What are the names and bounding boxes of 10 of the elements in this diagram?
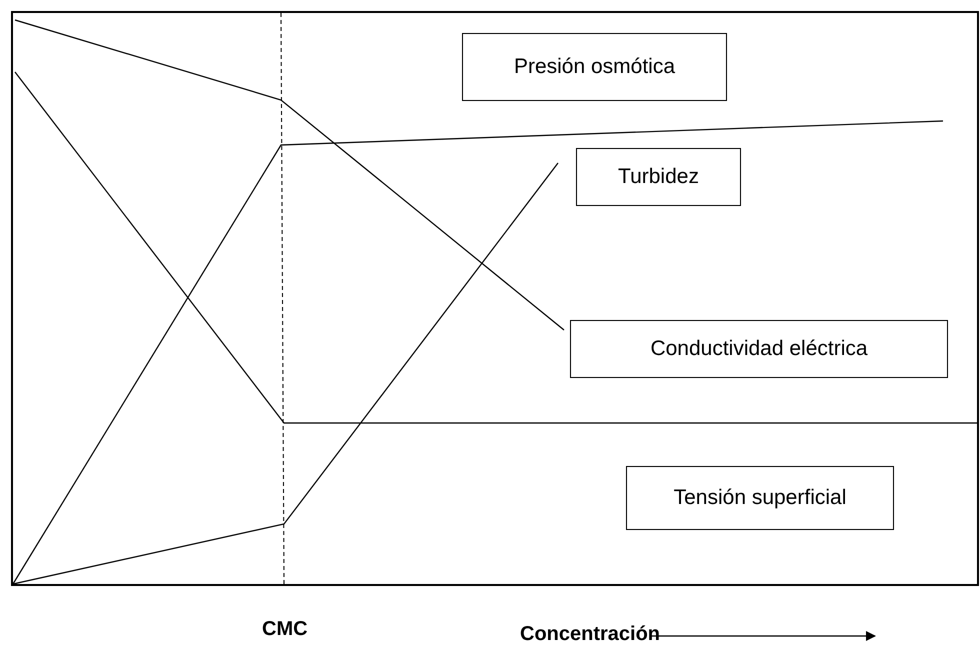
axis-mark-label: CMC — [262, 618, 308, 641]
curve-label: Conductividad eléctrica — [650, 337, 868, 361]
axis-title: Concentración — [520, 623, 660, 645]
label-box — [570, 320, 948, 378]
label-box — [626, 466, 894, 530]
curve-label: Turbidez — [618, 165, 699, 189]
label-box — [576, 148, 741, 206]
curve-label: Tensión superficial — [674, 486, 846, 510]
label-box — [462, 33, 727, 101]
curve-label: Presión osmótica — [514, 55, 676, 79]
